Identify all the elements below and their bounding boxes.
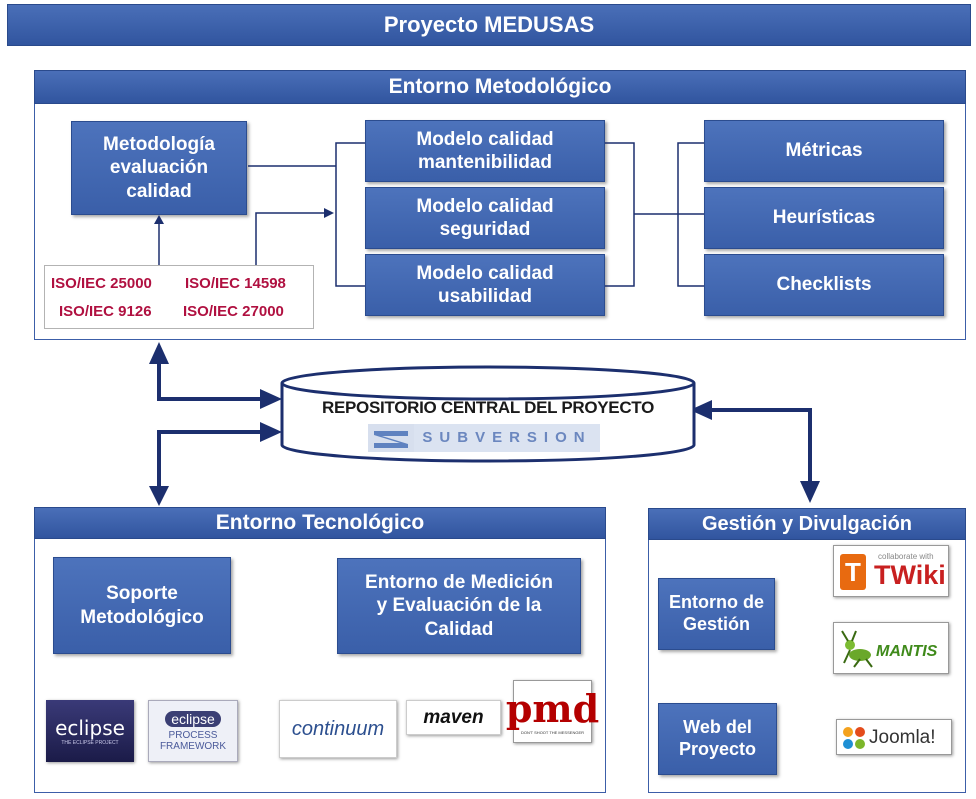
modelo-mantenibilidad-label: Modelo calidad mantenibilidad [416, 128, 554, 173]
modelo-mantenibilidad-box: Modelo calidad mantenibilidad [365, 120, 605, 182]
heuristicas-label: Heurísticas [772, 207, 876, 229]
medicion-box: Entorno de Medición y Evaluación de la C… [337, 558, 581, 654]
epf-logo-eclipse: eclipse [165, 710, 221, 727]
metodologia-box: Metodología evaluación calidad [71, 121, 247, 215]
epf-logo-line1: PROCESS [168, 729, 218, 741]
joomla-logo-text: Joomla! [869, 727, 936, 748]
eclipse-logo: eclipse THE ECLIPSE PROJECT [46, 700, 134, 762]
heuristicas-box: Heurísticas [704, 187, 944, 249]
maven-logo: maven [406, 700, 501, 735]
metricas-box: Métricas [704, 120, 944, 182]
modelo-seguridad-box: Modelo calidad seguridad [365, 187, 605, 249]
pmd-logo-subtext: DON'T SHOOT THE MESSENGER [521, 730, 584, 735]
subversion-wordmark: SUBVERSION [414, 424, 600, 452]
modelo-seguridad-label: Modelo calidad seguridad [416, 195, 554, 240]
eclipse-logo-subtext: THE ECLIPSE PROJECT [61, 740, 119, 746]
page-title: Proyecto MEDUSAS [7, 4, 971, 46]
joomla-icon [843, 727, 865, 749]
panel-tecnologico-title: Entorno Tecnológico [34, 507, 606, 539]
maven-logo-text: maven [423, 706, 484, 728]
page-title-text: Proyecto MEDUSAS [383, 12, 595, 37]
entorno-gestion-box: Entorno de Gestión [658, 578, 775, 650]
entorno-gestion-label: Entorno de Gestión [669, 592, 764, 634]
iso-standards-box: ISO/IEC 25000 ISO/IEC 14598 ISO/IEC 9126… [44, 265, 314, 329]
iso-25000: ISO/IEC 25000 [51, 275, 152, 292]
subversion-s-icon [368, 424, 414, 452]
modelo-usabilidad-box: Modelo calidad usabilidad [365, 254, 605, 316]
continuum-logo-text: continuum [291, 717, 385, 740]
soporte-box: Soporte Metodológico [53, 557, 231, 654]
panel-gestion-title-text: Gestión y Divulgación [701, 512, 913, 535]
epf-logo-line2: FRAMEWORK [159, 740, 227, 752]
checklists-box: Checklists [704, 254, 944, 316]
medicion-label: Entorno de Medición y Evaluación de la C… [365, 572, 553, 640]
soporte-label: Soporte Metodológico [80, 583, 204, 628]
continuum-logo: continuum [279, 700, 397, 758]
panel-metodologico-title: Entorno Metodológico [34, 70, 966, 104]
joomla-logo: Joomla! [836, 719, 952, 755]
metodologia-label: Metodología evaluación calidad [103, 134, 215, 202]
subversion-logo: SUBVERSION [368, 424, 600, 452]
iso-27000: ISO/IEC 27000 [183, 303, 284, 320]
web-proyecto-label: Web del Proyecto [678, 717, 757, 759]
twiki-tagline: collaborate with [878, 552, 934, 561]
twiki-logo: T collaborate with TWiki [833, 545, 949, 597]
panel-tecnologico-title-text: Entorno Tecnológico [215, 511, 425, 534]
eclipse-logo-text: eclipse [55, 716, 125, 740]
panel-gestion-title: Gestión y Divulgación [648, 508, 966, 540]
panel-metodologico-title-text: Entorno Metodológico [388, 75, 612, 98]
iso-14598: ISO/IEC 14598 [185, 275, 286, 292]
checklists-label: Checklists [776, 274, 872, 296]
twiki-logo-text: TWiki [874, 560, 946, 590]
repositorio-label: REPOSITORIO CENTRAL DEL PROYECTO [321, 398, 655, 417]
epf-logo: eclipse PROCESS FRAMEWORK [148, 700, 238, 762]
iso-9126: ISO/IEC 9126 [59, 303, 152, 320]
modelo-usabilidad-label: Modelo calidad usabilidad [416, 262, 554, 307]
pmd-logo: pmd DON'T SHOOT THE MESSENGER [506, 680, 599, 743]
mantis-logo-text: MANTIS [876, 643, 938, 660]
metricas-label: Métricas [785, 140, 863, 162]
web-proyecto-box: Web del Proyecto [658, 703, 777, 775]
twiki-mark-icon: T [840, 554, 866, 590]
pmd-logo-text: pmd [505, 686, 600, 731]
mantis-insect-icon [841, 630, 873, 668]
mantis-logo: MANTIS [833, 622, 949, 674]
